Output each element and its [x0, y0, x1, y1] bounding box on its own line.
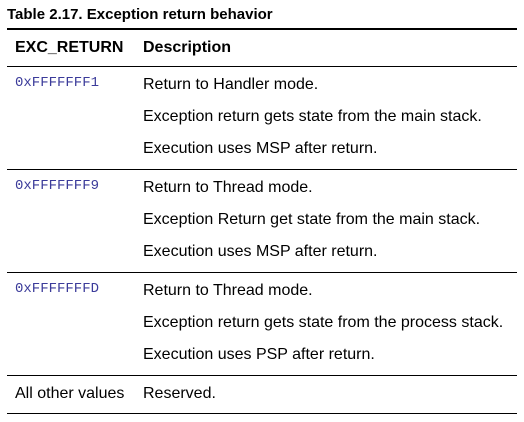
exc-return-value: 0xFFFFFFF9	[15, 178, 100, 194]
description-line: Exception Return get state from the main…	[143, 211, 481, 228]
description-line: Exception return gets state from the pro…	[143, 314, 504, 331]
header-rule	[7, 66, 517, 67]
description-line: Return to Thread mode.	[143, 179, 313, 196]
exc-return-value: All other values	[15, 385, 125, 402]
exc-return-value: 0xFFFFFFFD	[15, 281, 100, 297]
description-line: Execution uses PSP after return.	[143, 346, 375, 363]
bottom-rule	[7, 413, 517, 414]
description-line: Exception return gets state from the mai…	[143, 108, 482, 125]
exc-return-value: 0xFFFFFFF1	[15, 75, 100, 91]
top-rule	[7, 28, 517, 30]
column-header-description: Description	[143, 39, 232, 56]
column-header-exc-return: EXC_RETURN	[15, 39, 124, 56]
description-line: Execution uses MSP after return.	[143, 243, 378, 260]
row-divider	[7, 272, 517, 273]
row-divider	[7, 169, 517, 170]
table-caption: Table 2.17. Exception return behavior	[7, 6, 273, 23]
description-line: Return to Handler mode.	[143, 76, 319, 93]
description-line: Execution uses MSP after return.	[143, 140, 378, 157]
description-line: Reserved.	[143, 385, 216, 402]
description-line: Return to Thread mode.	[143, 282, 313, 299]
row-divider	[7, 375, 517, 376]
